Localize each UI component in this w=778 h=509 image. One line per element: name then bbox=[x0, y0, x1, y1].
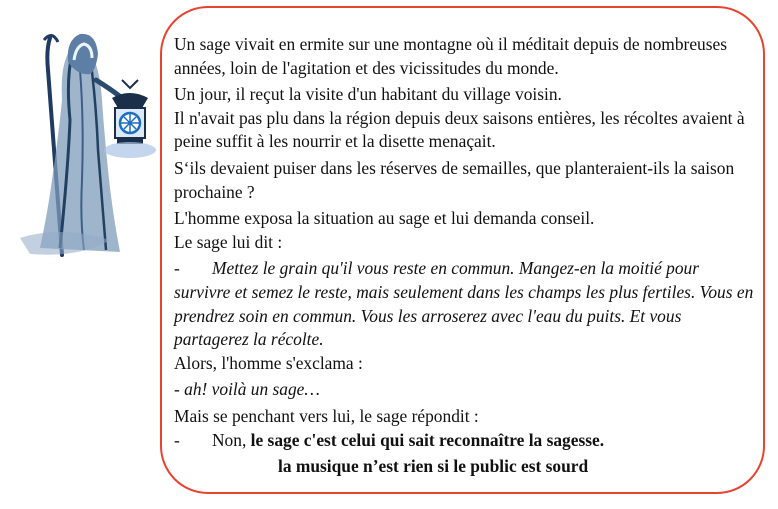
story-paragraph: Il n'avait pas plu dans la région depuis… bbox=[174, 107, 745, 152]
story-paragraph: Un sage vivait en ermite sur une montagn… bbox=[174, 34, 727, 78]
story-paragraph: Mais se penchant vers lui, le sage répon… bbox=[174, 405, 479, 426]
hermit-with-lantern-icon bbox=[20, 33, 156, 257]
sage-advice-text: Mettez le grain qu'il vous reste en comm… bbox=[174, 258, 754, 350]
man-exclamation: - ah! voilà un sage… bbox=[174, 379, 320, 400]
story-paragraph: L'homme exposa la situation au sage et l… bbox=[174, 208, 595, 229]
story-paragraph: Le sage lui dit : bbox=[174, 231, 283, 252]
story-frame bbox=[160, 6, 765, 494]
story-paragraph: Alors, l'homme s'exclama : bbox=[174, 352, 363, 373]
sage-advice: -Mettez le grain qu'il vous reste en com… bbox=[174, 257, 754, 351]
moral-line: la musique n’est rien si le public est s… bbox=[278, 456, 589, 477]
story-text: Un sage vivait en ermite sur une montagn… bbox=[174, 33, 754, 479]
story-paragraph: Un jour, il reçut la visite d'un habitan… bbox=[174, 84, 562, 105]
sage-reply: - Non, le sage c'est celui qui sait recon… bbox=[174, 429, 754, 453]
story-paragraph: S‘ils devaient puiser dans les réserves … bbox=[174, 157, 735, 202]
sage-reply-bold: le sage c'est celui qui sait reconnaître… bbox=[250, 429, 605, 450]
dialogue-dash: - bbox=[174, 258, 180, 279]
hermit-illustration bbox=[0, 10, 165, 260]
dialogue-dash: - bbox=[174, 429, 180, 450]
sage-reply-start: Non, bbox=[212, 429, 251, 450]
